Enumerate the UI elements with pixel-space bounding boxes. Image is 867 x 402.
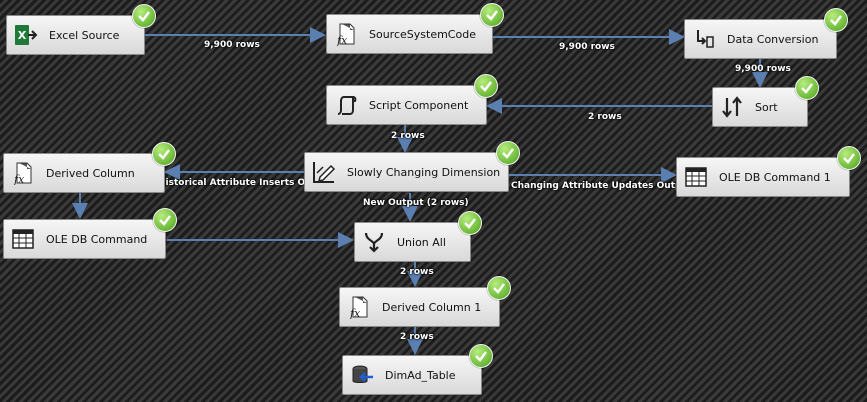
path-label-scd-new: New Output (2 rows) — [363, 198, 469, 208]
source-system-code-node[interactable]: fx SourceSystemCode — [326, 3, 504, 54]
union-all-node[interactable]: Union All — [354, 211, 482, 262]
fx-icon: fx — [346, 294, 372, 320]
excel-icon: X — [13, 22, 39, 48]
ole-db-command-node[interactable]: OLE DB Command — [3, 208, 177, 259]
success-check-icon — [132, 4, 156, 28]
success-check-icon — [474, 74, 498, 98]
union-all-label: Union All — [397, 235, 446, 249]
script-icon — [333, 92, 359, 118]
success-check-icon — [458, 211, 482, 235]
path-label-union-to-dc1: 2 rows — [400, 267, 434, 277]
path-label-ssc-to-dc: 9,900 rows — [559, 42, 615, 52]
sort-node[interactable]: Sort — [712, 76, 819, 127]
success-check-icon — [487, 276, 511, 300]
success-check-icon — [795, 76, 819, 100]
path-label-scd-historical: Historical Attribute Inserts Output — [158, 178, 334, 188]
sort-label: Sort — [755, 100, 778, 114]
svg-text:fx: fx — [336, 34, 348, 46]
slowly-changing-dimension-node[interactable]: Slowly Changing Dimension — [304, 141, 520, 192]
path-label-scd-changing: Changing Attribute Updates Output — [511, 181, 693, 191]
ole-db-command-1-node[interactable]: OLE DB Command 1 — [676, 146, 861, 197]
data-conversion-icon — [691, 26, 717, 52]
derived-column-node[interactable]: fx Derived Column — [3, 142, 176, 193]
destination-icon — [349, 362, 375, 388]
success-check-icon — [824, 8, 848, 32]
path-label-sort-to-script: 2 rows — [588, 112, 622, 122]
ole-db-command-1-label: OLE DB Command 1 — [719, 170, 831, 184]
svg-text:fx: fx — [349, 307, 361, 319]
data-conversion-node[interactable]: Data Conversion — [684, 8, 848, 59]
derived-column-1-label: Derived Column 1 — [382, 300, 482, 314]
fx-icon: fx — [333, 21, 359, 47]
excel-source-node[interactable]: X Excel Source — [6, 4, 156, 55]
script-component-node[interactable]: Script Component — [326, 74, 498, 125]
table-icon — [10, 226, 36, 252]
scd-icon — [311, 159, 337, 185]
union-icon — [361, 229, 387, 255]
dimad-table-node[interactable]: DimAd_Table — [342, 344, 493, 395]
script-component-label: Script Component — [369, 98, 469, 112]
svg-text:fx: fx — [13, 173, 25, 185]
path-label-dc-to-sort: 9,900 rows — [735, 64, 791, 74]
success-check-icon — [837, 146, 861, 170]
slowly-changing-dimension-label: Slowly Changing Dimension — [347, 165, 501, 179]
success-check-icon — [152, 142, 176, 166]
path-label-excel-to-ssc: 9,900 rows — [204, 40, 260, 50]
success-check-icon — [469, 344, 493, 368]
data-conversion-label: Data Conversion — [727, 32, 819, 46]
fx-icon: fx — [10, 160, 36, 186]
table-icon — [683, 164, 709, 190]
source-system-code-label: SourceSystemCode — [369, 27, 476, 41]
derived-column-label: Derived Column — [46, 166, 135, 180]
success-check-icon — [480, 3, 504, 27]
excel-source-label: Excel Source — [49, 28, 120, 42]
path-label-script-to-scd: 2 rows — [391, 131, 425, 141]
success-check-icon — [153, 208, 177, 232]
success-check-icon — [496, 141, 520, 165]
derived-column-1-node[interactable]: fx Derived Column 1 — [339, 276, 511, 327]
ole-db-command-label: OLE DB Command — [46, 232, 148, 246]
dimad-table-label: DimAd_Table — [385, 368, 456, 382]
path-label-dc1-to-dest: 2 rows — [400, 332, 434, 342]
sort-icon — [719, 94, 745, 120]
svg-text:X: X — [18, 29, 27, 42]
